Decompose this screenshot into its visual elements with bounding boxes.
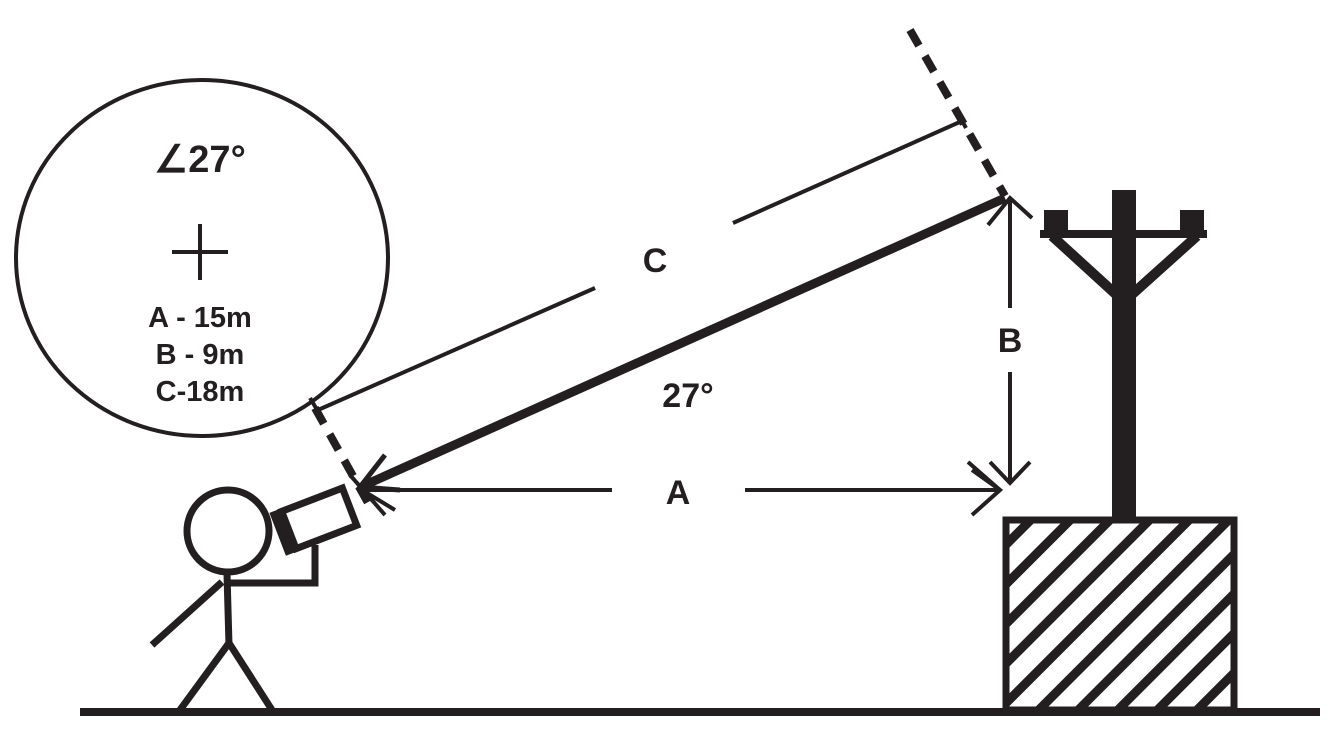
sight-boundary-near xyxy=(311,406,376,512)
display-angle: ∠27° xyxy=(154,139,246,181)
dimension-a xyxy=(348,460,1004,517)
label-angle: 27° xyxy=(662,377,713,415)
stick-person xyxy=(149,486,319,713)
label-c: C xyxy=(643,242,668,280)
rangefinder-display: ∠27° A - 15m B - 9m C-18m xyxy=(14,78,390,438)
dimension-b xyxy=(986,195,1034,486)
display-reading-b: B - 9m xyxy=(156,339,245,371)
pole-base xyxy=(1002,516,1238,714)
rangefinder-icon xyxy=(269,483,362,556)
label-b: B xyxy=(998,322,1023,360)
dimension-c xyxy=(308,107,968,420)
crosshair-icon xyxy=(172,224,228,280)
utility-pole xyxy=(1040,190,1207,520)
display-reading-c: C-18m xyxy=(156,376,245,408)
display-reading-a: A - 15m xyxy=(148,302,252,334)
label-a: A xyxy=(666,474,691,512)
laser-beam xyxy=(355,193,1007,493)
